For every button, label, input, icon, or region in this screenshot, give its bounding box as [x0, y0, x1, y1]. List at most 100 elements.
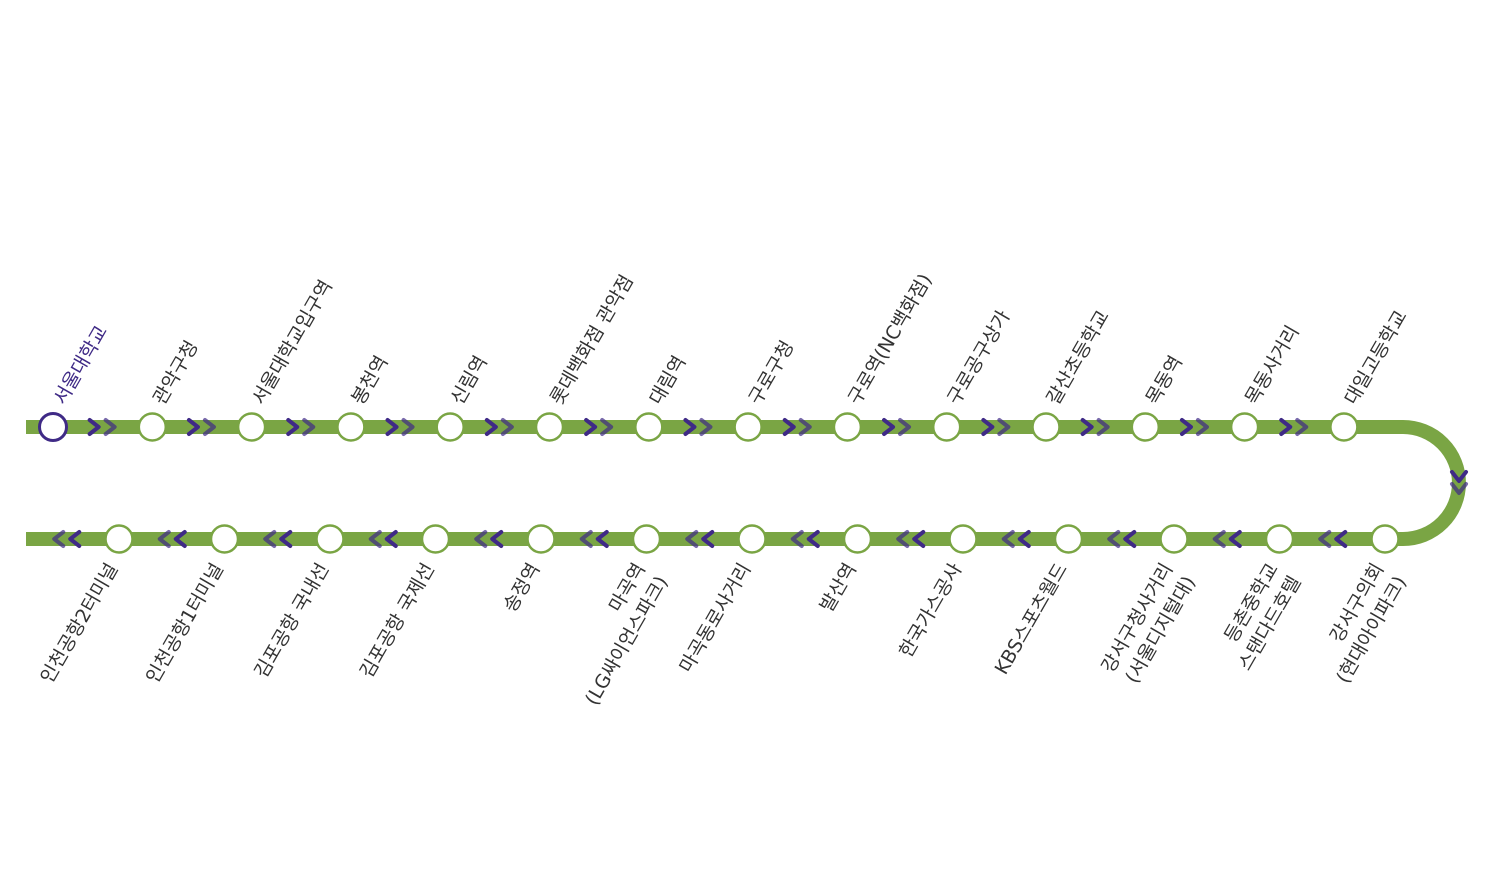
stop-name: 대일고등학교 — [1340, 307, 1411, 409]
stop-name-line: 마곡동로사거리 — [675, 560, 755, 677]
direction-arrow-icon — [1318, 530, 1332, 548]
direction-arrow-icon — [882, 418, 896, 436]
direction-arrow-icon — [997, 418, 1011, 436]
stop-name-line: 김포공항 국제선 — [356, 560, 439, 682]
direction-arrow-icon — [500, 418, 514, 436]
stop-name: 한국가스공사 — [895, 560, 966, 662]
stop-marker[interactable] — [336, 412, 366, 442]
direction-arrow-icon — [490, 530, 504, 548]
direction-arrow-icon — [699, 418, 713, 436]
direction-arrow-icon — [1179, 418, 1193, 436]
direction-arrow-icon — [898, 418, 912, 436]
stop-name-line: 봉천역 — [347, 352, 392, 408]
direction-arrow-icon — [1096, 418, 1110, 436]
direction-arrow-icon — [279, 530, 293, 548]
stop-name-line: 구로역(NC백화점) — [844, 270, 937, 408]
stop-name: 관악구청 — [149, 337, 203, 409]
stop-marker[interactable] — [1264, 524, 1295, 554]
direction-arrow-icon — [579, 530, 593, 548]
stop-name: KBS스포츠월드 — [991, 560, 1072, 679]
stop-name: 등촌중학교스탠다드호텔 — [1212, 560, 1306, 675]
current-stop-marker[interactable] — [38, 412, 68, 442]
stop-name: 봉천역 — [347, 352, 392, 408]
direction-arrow-icon — [600, 418, 614, 436]
stop-marker[interactable] — [1031, 412, 1061, 442]
stop-marker[interactable] — [435, 412, 465, 442]
stop-marker[interactable] — [526, 524, 556, 554]
stop-marker[interactable] — [631, 524, 662, 554]
stop-name: 김포공항 국제선 — [356, 560, 439, 682]
direction-arrow-icon — [1080, 418, 1094, 436]
stop-name-line: 목동역 — [1142, 352, 1187, 408]
direction-arrow-icon — [68, 530, 82, 548]
stop-name: 대림역 — [645, 352, 690, 408]
stop-marker[interactable] — [1229, 412, 1260, 442]
direction-arrow-icon — [384, 530, 398, 548]
stop-marker[interactable] — [534, 412, 565, 442]
stop-marker[interactable] — [931, 412, 962, 442]
stop-marker[interactable] — [1053, 524, 1084, 554]
stop-name-line: 인천공항2터미널 — [36, 560, 122, 687]
stop-name: 목동역 — [1142, 352, 1187, 408]
stop-name-line: 서울대학교입구역 — [248, 276, 337, 408]
direction-arrow-icon — [302, 418, 316, 436]
stop-marker[interactable] — [733, 412, 763, 442]
stop-name-line: 김포공항 국내선 — [250, 560, 333, 682]
stops — [38, 412, 1400, 554]
stop-name-line: 목동사거리 — [1241, 322, 1304, 409]
stop-marker[interactable] — [236, 412, 267, 442]
stop-marker[interactable] — [832, 412, 863, 442]
stop-name: 마곡역(LG싸이언스파크) — [558, 560, 672, 710]
direction-arrow-icon — [52, 530, 66, 548]
stop-name: 인천공항1터미널 — [142, 560, 228, 687]
stop-marker[interactable] — [315, 524, 345, 554]
stop-name: 인천공항2터미널 — [36, 560, 122, 687]
stop-marker[interactable] — [948, 524, 978, 554]
stop-name: 강서구청사거리(서울디지털대) — [1097, 560, 1200, 690]
stop-name-line: 대림역 — [645, 352, 690, 408]
direction-arrow-icon — [912, 530, 926, 548]
stop-name: 마곡동로사거리 — [675, 560, 755, 677]
direction-arrow-icon — [1107, 530, 1121, 548]
stop-marker[interactable] — [634, 412, 664, 442]
stop-marker[interactable] — [104, 524, 134, 554]
stop-name-line: KBS스포츠월드 — [991, 560, 1072, 679]
stop-marker[interactable] — [1130, 412, 1161, 442]
direction-arrow-icon — [782, 418, 796, 436]
stop-marker[interactable] — [737, 524, 767, 554]
direction-arrow-icon — [157, 530, 171, 548]
stop-marker[interactable] — [420, 524, 451, 554]
direction-arrow-icon — [806, 530, 820, 548]
direction-arrow-icon — [1017, 530, 1031, 548]
stop-name: 구로역(NC백화점) — [844, 270, 937, 408]
direction-arrow-icon — [1212, 530, 1226, 548]
stop-name-line: 관악구청 — [149, 337, 203, 409]
stop-name: 목동사거리 — [1241, 322, 1304, 409]
direction-arrow-icon — [401, 418, 415, 436]
stop-marker[interactable] — [209, 524, 240, 554]
direction-arrow-icon — [263, 530, 277, 548]
stop-name: 송정역 — [499, 560, 544, 616]
direction-arrow-icon — [484, 418, 498, 436]
stop-marker[interactable] — [1159, 524, 1189, 554]
stop-name-line: 구로공구상가 — [943, 307, 1014, 409]
stop-name-line: 인천공항1터미널 — [142, 560, 228, 687]
stop-name: 신림역 — [447, 352, 492, 408]
stop-marker[interactable] — [1329, 412, 1359, 442]
route-line — [26, 420, 1466, 546]
direction-arrow-icon — [1295, 418, 1309, 436]
stop-name: 롯데백화점 관악점 — [546, 271, 638, 408]
direction-arrow-icon — [896, 530, 910, 548]
stop-marker[interactable] — [1370, 524, 1400, 554]
direction-arrow-icon — [683, 418, 697, 436]
direction-arrow-icon — [701, 530, 715, 548]
stop-name: 서울대학교입구역 — [248, 276, 337, 408]
stop-marker[interactable] — [842, 524, 873, 554]
direction-arrow-icon — [1001, 530, 1015, 548]
stop-marker[interactable] — [137, 412, 168, 442]
direction-arrow-icon — [1195, 418, 1209, 436]
direction-arrow-icon — [790, 530, 804, 548]
stop-name-line: 갈산초등학교 — [1042, 307, 1113, 409]
stop-name: 구로공구상가 — [943, 307, 1014, 409]
